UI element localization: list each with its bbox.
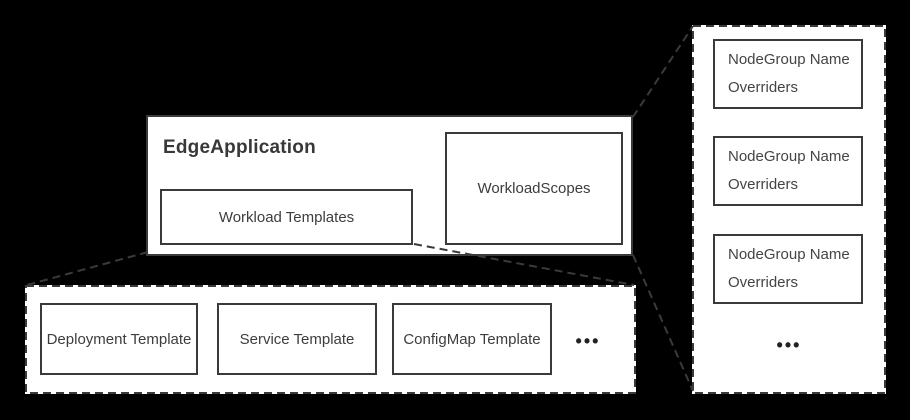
- nodegroup-overriders-box: NodeGroup Name Overriders: [713, 39, 863, 109]
- service-template-label: Service Template: [239, 330, 355, 348]
- overriders-line: Overriders: [728, 176, 799, 193]
- templates-ellipsis: •••: [575, 331, 601, 351]
- workload-templates-label: Workload Templates: [218, 208, 355, 226]
- connector-scopes-top: [632, 25, 694, 118]
- overriders-line: Overriders: [728, 79, 799, 96]
- overriders-line: Overriders: [728, 274, 799, 291]
- workload-templates-box: Workload Templates: [160, 189, 413, 245]
- nodegroup-overriders-box: NodeGroup Name Overriders: [713, 234, 863, 304]
- connector-templates-left: [26, 251, 149, 286]
- workload-scopes-label: WorkloadScopes: [477, 180, 591, 197]
- edge-application-title: EdgeApplication: [163, 137, 316, 158]
- deployment-template-label: Deployment Template: [46, 330, 192, 348]
- nodegroup-name-line: NodeGroup Name: [728, 246, 850, 263]
- deployment-template-box: Deployment Template: [40, 303, 198, 375]
- nodegroup-overriders-box: NodeGroup Name Overriders: [713, 136, 863, 206]
- workload-templates-detail-panel: Deployment Template Service Template Con…: [25, 285, 636, 394]
- connector-scopes-bottom: [632, 254, 694, 392]
- service-template-box: Service Template: [217, 303, 377, 375]
- edge-application-box: EdgeApplication Workload Templates Workl…: [146, 115, 633, 256]
- nodegroup-name-line: NodeGroup Name: [728, 51, 850, 68]
- workload-scopes-box: WorkloadScopes: [445, 132, 623, 245]
- configmap-template-box: ConfigMap Template: [392, 303, 552, 375]
- scopes-ellipsis: •••: [776, 335, 802, 355]
- nodegroup-name-line: NodeGroup Name: [728, 148, 850, 165]
- workload-scopes-detail-panel: NodeGroup Name Overriders NodeGroup Name…: [692, 25, 886, 394]
- configmap-template-label: ConfigMap Template: [403, 330, 541, 348]
